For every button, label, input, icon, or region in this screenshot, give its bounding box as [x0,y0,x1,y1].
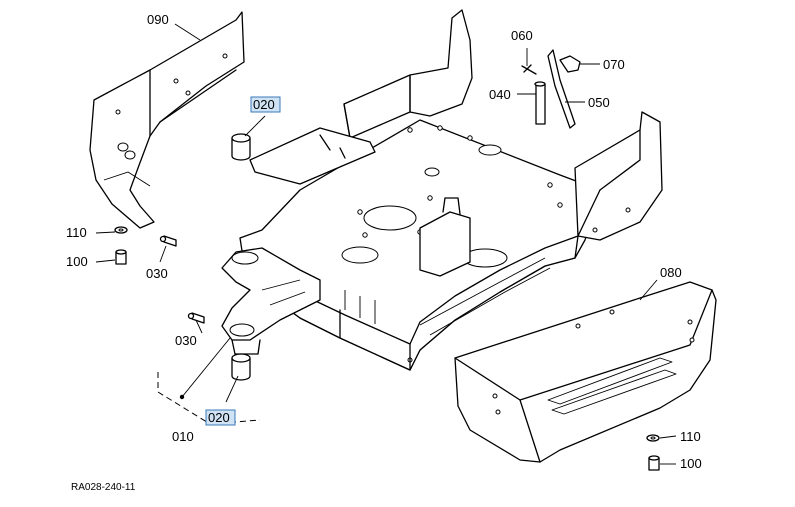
callout-040[interactable]: 040 [489,87,511,102]
part-100-bolt-right [648,455,660,471]
callout-100-right[interactable]: 100 [680,456,702,471]
part-060-clip [521,64,537,75]
part-080-right-cover [454,281,717,463]
part-100-bolt-left [115,249,127,265]
callout-020-upper-highlight [250,96,281,113]
swing-bracket [221,247,321,355]
callout-060[interactable]: 060 [511,28,533,43]
part-040-pin [534,81,546,125]
callout-110-right[interactable]: 110 [680,429,701,444]
part-030-grease-fitting-lower [187,312,205,324]
callout-080[interactable]: 080 [660,265,682,280]
part-110-washer-left [114,226,128,234]
callout-090[interactable]: 090 [147,12,169,27]
leader-lines [95,23,677,465]
part-090-left-cover [89,11,245,229]
callout-010[interactable]: 010 [172,429,194,444]
callout-070[interactable]: 070 [603,57,625,72]
drawing-code: RA028-240-11 [71,482,136,493]
callout-labels: 090 020 060 070 040 050 110 100 030 080 … [66,12,702,493]
callout-050[interactable]: 050 [588,95,610,110]
part-050-lever [547,49,576,129]
callout-030-lower[interactable]: 030 [175,333,197,348]
main-frame [239,9,663,371]
callout-020-upper[interactable]: 020 [253,97,275,112]
callout-110-left[interactable]: 110 [66,225,87,240]
part-020-bushing-upper [231,133,251,161]
part-030-grease-fitting-upper [159,235,177,247]
part-070-knob [559,55,581,73]
callout-020-lower[interactable]: 020 [208,410,230,425]
part-020-bushing-lower [231,353,251,381]
callout-100-left[interactable]: 100 [66,254,88,269]
callout-020-lower-highlight [205,409,236,426]
callout-030-upper[interactable]: 030 [146,266,168,281]
part-110-washer-right [646,434,660,442]
